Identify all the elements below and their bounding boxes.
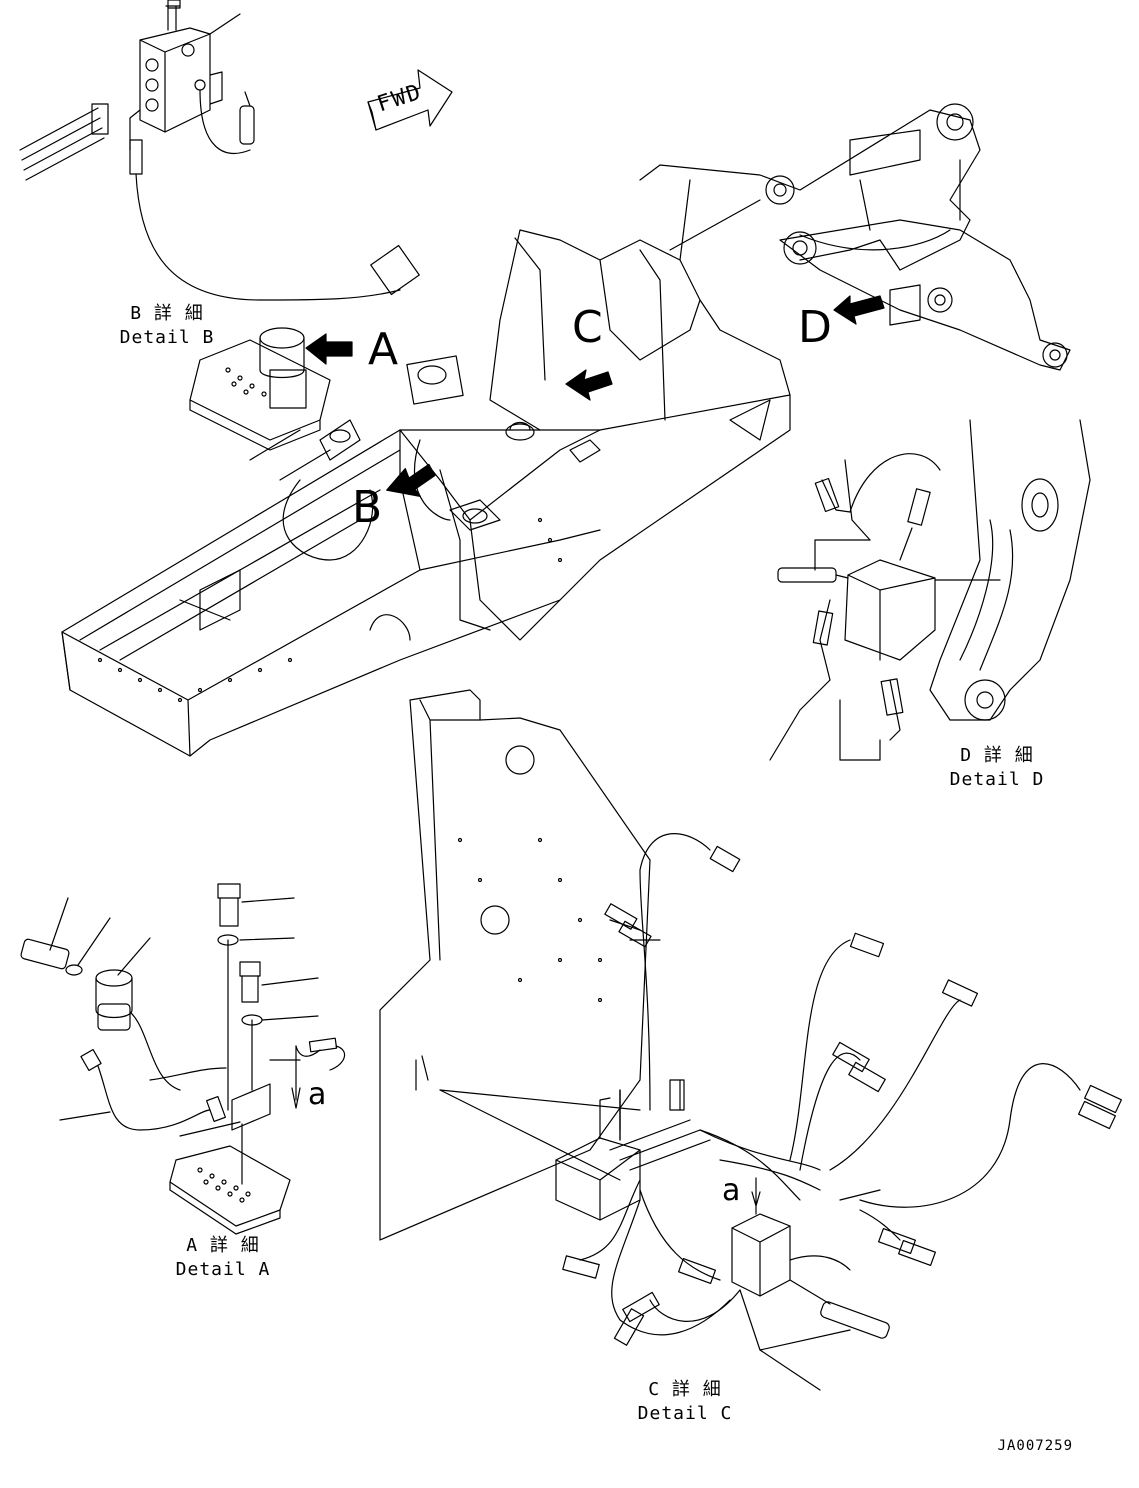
detail-b-valve-assembly (19, 0, 420, 301)
callout-d: D (798, 302, 832, 353)
detail-b-title-en: Detail B (119, 327, 215, 348)
drawing-code: JA007259 (997, 1438, 1073, 1454)
detail-b-title-jp: B 詳 細 (130, 303, 204, 324)
callout-arrows (305, 295, 885, 497)
leader-lines (439, 1089, 621, 1181)
solenoid-on-frame (189, 327, 331, 451)
reference-a-detail-c: a (722, 1173, 741, 1208)
detail-a-assembly (20, 883, 346, 1235)
detail-d-title-en: Detail D (949, 769, 1045, 790)
reference-a-detail-a: a (308, 1077, 327, 1112)
callout-b: B (352, 482, 383, 533)
detail-a-title-jp: A 詳 細 (186, 1235, 260, 1256)
detail-c-assembly (379, 689, 1122, 1391)
machine-frame (61, 229, 791, 757)
boom-lift-arms (639, 103, 1071, 371)
fwd-arrow (367, 69, 453, 131)
callout-c: C (572, 302, 603, 353)
detail-c-title-jp: C 詳 細 (648, 1379, 722, 1400)
callout-a: A (368, 324, 399, 375)
detail-a-title-en: Detail A (175, 1259, 271, 1280)
detail-d-title-jp: D 詳 細 (960, 745, 1034, 766)
detail-d-assembly (769, 419, 1091, 761)
detail-c-title-en: Detail C (637, 1403, 733, 1424)
